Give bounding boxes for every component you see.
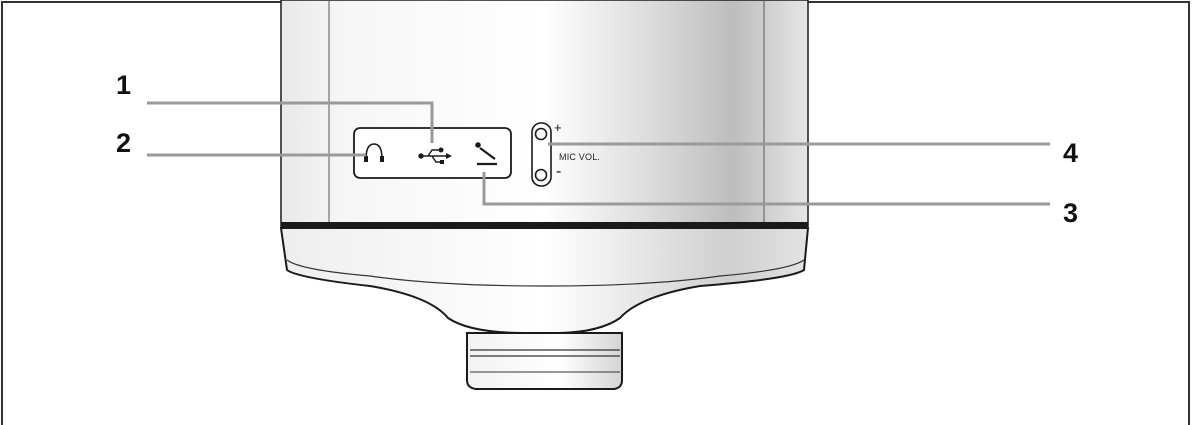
mic-volume-control [531, 122, 552, 187]
device-neck [466, 332, 623, 390]
leader-line-3 [482, 172, 1050, 206]
callout-2: 2 [116, 128, 132, 158]
device-body [280, 0, 809, 228]
leader-lines [147, 101, 1050, 206]
callout-1: 1 [116, 70, 132, 100]
callout-3: 3 [1063, 198, 1079, 228]
usb-icon [418, 147, 452, 164]
headphone-icon [364, 143, 384, 162]
device-base [279, 227, 810, 334]
callout-4: 4 [1063, 138, 1079, 168]
leader-line-1 [147, 101, 434, 143]
mic-vol-label: MIC VOL. [559, 152, 601, 162]
mic-vol-minus: - [556, 163, 562, 180]
microphone-icon [475, 142, 497, 166]
mic-vol-plus: + [554, 120, 562, 135]
